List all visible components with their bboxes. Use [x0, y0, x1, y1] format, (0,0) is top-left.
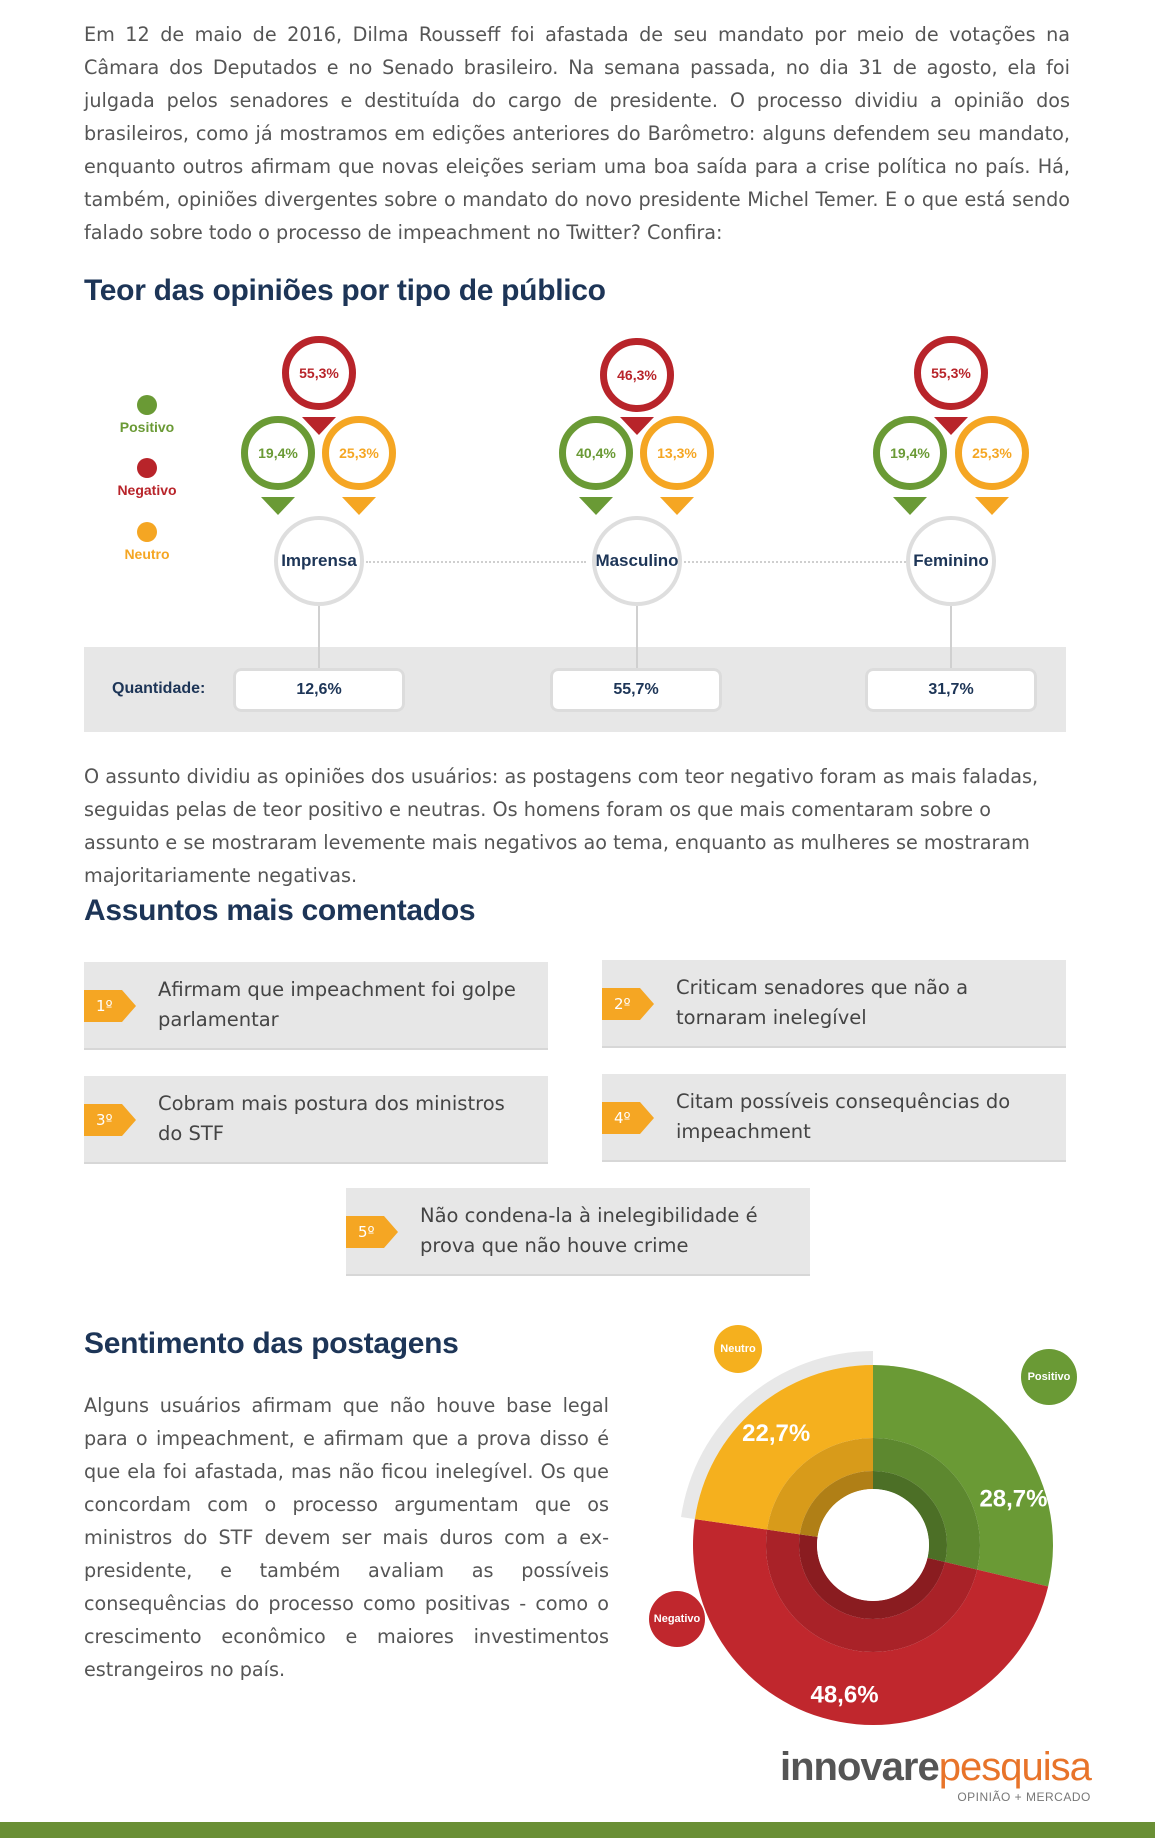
footer-bar [0, 1822, 1155, 1838]
feminino-neutro-circle: 25,3% [955, 416, 1029, 490]
legend-positivo-label: Positivo [119, 419, 175, 435]
donut-slice-positivo [873, 1365, 1053, 1587]
topic-text: Afirmam que impeachment foi golpe parlam… [158, 978, 516, 1031]
donut-slice-core-negativo [798, 1534, 946, 1620]
dotted-connector [366, 561, 586, 563]
topic-rank-badge: 5º [346, 1216, 398, 1248]
imprensa-category-circle: Imprensa [274, 516, 364, 606]
intro-paragraph: Em 12 de maio de 2016, Dilma Rousseff fo… [84, 23, 1070, 244]
feminino-connector [950, 606, 952, 668]
donut-label-neutro: 22,7% [742, 1420, 810, 1447]
topic-card-2: 2º Criticam senadores que não a tornaram… [602, 960, 1066, 1046]
donut-neutro-ribbon [681, 1351, 873, 1520]
donut-label-positivo: 28,7% [979, 1485, 1047, 1512]
feminino-positivo-circle: 19,4% [873, 416, 947, 490]
section-title-sentiment: Sentimento das postagens [84, 1327, 459, 1360]
legend-neutro-dot [137, 522, 157, 542]
imprensa-connector [318, 606, 320, 668]
imprensa-positivo-pointer [261, 497, 295, 515]
masculino-neutro-circle: 13,3% [640, 416, 714, 490]
donut-center-hole [817, 1489, 929, 1601]
legend-neutro-label: Neutro [124, 546, 170, 562]
logo-part2: pesquisa [938, 1745, 1092, 1789]
bubble-negativo: Negativo [649, 1591, 705, 1647]
donut-slice-core-positivo [873, 1471, 948, 1563]
masculino-category-circle: Masculino [592, 516, 682, 606]
logo-tagline: OPINIÃO + MERCADO [957, 1790, 1091, 1804]
logo-part1: innovare [780, 1745, 940, 1789]
masculino-positivo-circle: 40,4% [559, 416, 633, 490]
donut-label-negativo: 48,6% [810, 1681, 878, 1708]
feminino-positivo-pointer [893, 497, 927, 515]
imprensa-quantity-box: 12,6% [233, 668, 405, 712]
dotted-connector [684, 561, 906, 563]
topic-rank-badge: 1º [84, 990, 136, 1022]
feminino-neutro-pointer [975, 497, 1009, 515]
legend-positivo-dot [137, 395, 157, 415]
legend-positivo: Positivo [112, 395, 182, 435]
donut-slice-neutro [694, 1365, 873, 1530]
donut-slice-inner-positivo [873, 1438, 980, 1570]
masculino-negativo-circle: 46,3% [600, 338, 674, 412]
imprensa-neutro-pointer [342, 497, 376, 515]
donut-slice-inner-neutro [767, 1438, 873, 1535]
imprensa-negativo-pointer [302, 417, 336, 435]
masculino-negativo-pointer [620, 417, 654, 435]
masculino-neutro-pointer [660, 497, 694, 515]
imprensa-neutro-circle: 25,3% [322, 416, 396, 490]
quantity-label: Quantidade: [112, 680, 206, 697]
feminino-quantity-box: 31,7% [865, 668, 1037, 712]
imprensa-positivo-circle: 19,4% [241, 416, 315, 490]
topic-text: Criticam senadores que não a tornaram in… [676, 976, 969, 1029]
masculino-connector [636, 606, 638, 668]
topic-text: Não condena-la à inelegibilidade é prova… [420, 1204, 758, 1257]
feminino-negativo-circle: 55,3% [914, 336, 988, 410]
topic-card-4: 4º Citam possíveis consequências do impe… [602, 1074, 1066, 1160]
topic-card-5: 5º Não condena-la à inelegibilidade é pr… [346, 1188, 810, 1274]
bubble-positivo: Positivo [1021, 1349, 1077, 1405]
donut-slice-negativo [692, 1519, 1049, 1726]
legend-negativo-label: Negativo [117, 482, 177, 498]
feminino-category-circle: Feminino [906, 516, 996, 606]
donut-slice-core-neutro [799, 1471, 873, 1537]
opinions-paragraph: O assunto dividiu as opiniões dos usuári… [84, 765, 1039, 887]
topic-card-3: 3º Cobram mais postura dos ministros do … [84, 1076, 548, 1162]
sentiment-paragraph: Alguns usuários afirmam que não houve ba… [84, 1394, 609, 1681]
section-title-opinions: Teor das opiniões por tipo de público [84, 274, 606, 307]
feminino-negativo-pointer [934, 417, 968, 435]
topic-rank-badge: 2º [602, 988, 654, 1020]
legend-negativo: Negativo [112, 458, 182, 498]
topic-card-1: 1º Afirmam que impeachment foi golpe par… [84, 962, 548, 1048]
legend-neutro: Neutro [112, 522, 182, 562]
topic-rank-badge: 3º [84, 1104, 136, 1136]
legend-negativo-dot [137, 458, 157, 478]
donut-slice-inner-negativo [766, 1529, 978, 1652]
topic-rank-badge: 4º [602, 1102, 654, 1134]
section-title-topics: Assuntos mais comentados [84, 894, 476, 927]
masculino-quantity-box: 55,7% [550, 668, 722, 712]
innovare-logo: innovarepesquisa OPINIÃO + MERCADO [780, 1745, 1092, 1804]
topic-text: Citam possíveis consequências do impeach… [676, 1090, 1011, 1143]
bubble-neutro: Neutro [714, 1325, 762, 1373]
topic-text: Cobram mais postura dos ministros do STF [158, 1092, 505, 1145]
imprensa-negativo-circle: 55,3% [282, 336, 356, 410]
masculino-positivo-pointer [579, 497, 613, 515]
